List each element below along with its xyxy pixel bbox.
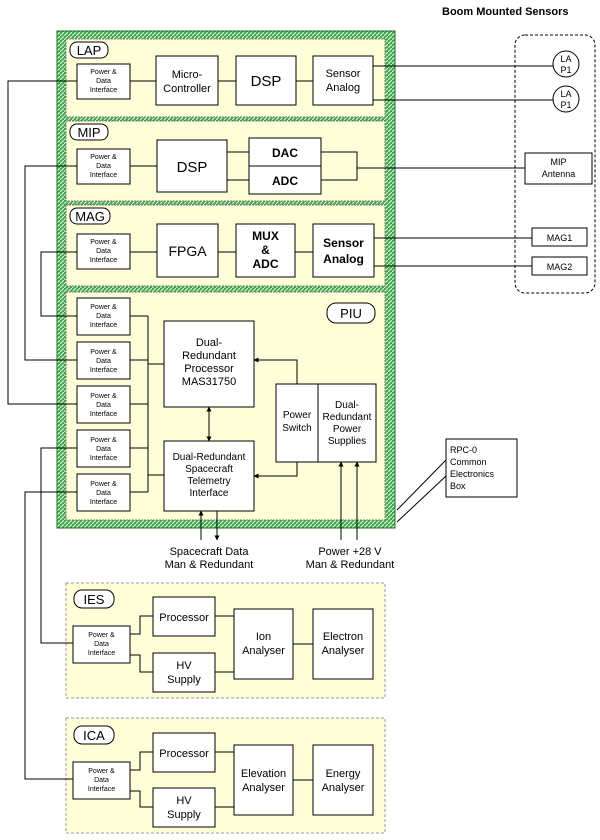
ica-processor: Processor [152, 732, 216, 773]
boom-title: Boom Mounted Sensors [442, 6, 569, 18]
ies-processor: Processor [152, 596, 216, 637]
boom-sensors-region [514, 34, 596, 294]
mag2-sensor: MAG2 [531, 256, 588, 276]
svg-text:DSP: DSP [177, 159, 208, 176]
mip-adc: ADC [248, 165, 322, 195]
ica-tag [73, 725, 115, 745]
mip-tag-label: MIP [77, 125, 100, 140]
svg-text:FPGA: FPGA [168, 243, 207, 259]
mag-tag [69, 207, 111, 225]
svg-text:DSP: DSP [251, 73, 282, 90]
piu-tag-label: PIU [340, 306, 362, 321]
lap-tag [69, 41, 109, 59]
mag-fpga: FPGA [156, 223, 219, 278]
lap-microcontroller: Micro-Controller [155, 55, 219, 106]
connection-lines [7, 65, 553, 808]
ies-tag-label: IES [84, 592, 105, 607]
mag-mux-adc: MUX&ADC [235, 223, 296, 278]
svg-text:MAG2: MAG2 [547, 262, 573, 272]
ies-tag [73, 589, 115, 609]
svg-text:Processor: Processor [159, 748, 209, 760]
svg-text:ADC: ADC [272, 174, 298, 188]
lap-dsp: DSP [235, 55, 297, 106]
svg-text:MAG1: MAG1 [547, 233, 573, 243]
mip-dsp: DSP [156, 139, 228, 193]
lap-tag-label: LAP [77, 43, 102, 58]
mip-dac: DAC [248, 137, 322, 167]
svg-text:MUX&ADC: MUX&ADC [252, 229, 279, 271]
mag-tag-label: MAG [75, 209, 105, 224]
svg-text:Micro-Controller: Micro-Controller [163, 69, 211, 95]
svg-text:Processor: Processor [159, 612, 209, 624]
piu-tag [326, 302, 376, 324]
mag1-sensor: MAG1 [531, 227, 588, 247]
ica-tag-label: ICA [83, 728, 105, 743]
svg-text:DAC: DAC [272, 146, 298, 160]
mip-tag [69, 123, 109, 141]
